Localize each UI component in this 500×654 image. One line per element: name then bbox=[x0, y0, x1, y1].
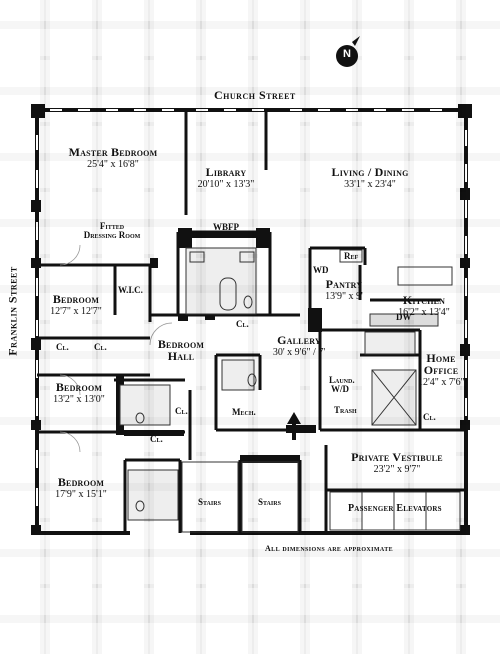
label-closet: Cl. bbox=[175, 406, 188, 416]
room-dims: 13'2" x 13'0" bbox=[53, 394, 105, 405]
room-bedroom-1: Bedroom 12'7" x 12'7" bbox=[44, 293, 108, 317]
room-library: Library 20'10" x 13'3" bbox=[186, 166, 266, 190]
room-bedroom-2: Bedroom 13'2" x 13'0" bbox=[44, 381, 114, 405]
label-dw: DW bbox=[396, 312, 412, 322]
room-dims: 12'7" x 12'7" bbox=[50, 306, 102, 317]
room-name: Master Bedroom bbox=[68, 145, 158, 159]
room-name: Bedroom bbox=[157, 337, 205, 351]
label-trash: Trash bbox=[334, 405, 357, 415]
street-label-west: Franklin Street bbox=[5, 266, 20, 356]
label-wic: W.I.C. bbox=[118, 285, 143, 295]
bath-fixtures bbox=[119, 247, 417, 521]
room-home-office: Home Office 12'4" x 7'6" bbox=[418, 351, 465, 388]
door-swings bbox=[59, 244, 173, 453]
label-closet: Cl. bbox=[150, 434, 163, 444]
room-gallery: Gallery 30' x 9'6" / 7' bbox=[264, 334, 334, 358]
label-wd: WD bbox=[313, 265, 329, 275]
label-passenger-elevators: Passenger Elevators bbox=[348, 503, 442, 514]
room-name: Library bbox=[205, 165, 247, 179]
elevators bbox=[329, 491, 461, 531]
room-dims: 20'10" x 13'3" bbox=[197, 179, 255, 190]
label-ref: Ref bbox=[344, 251, 359, 261]
room-name-2: Office bbox=[423, 363, 459, 377]
label-wbfp: WBFP bbox=[213, 222, 239, 232]
room-name: Bedroom bbox=[52, 292, 100, 306]
entry-arrow bbox=[287, 412, 301, 440]
room-master-bedroom: Master Bedroom 25'4" x 16'8" bbox=[58, 146, 168, 170]
room-dims: 12'4" x 7'6" bbox=[418, 377, 465, 388]
room-dims: 16'2" x 13'4" bbox=[398, 307, 450, 318]
room-name: Kitchen bbox=[402, 293, 446, 307]
room-dims: 23'2" x 9'7" bbox=[373, 464, 421, 475]
compass-label: N bbox=[343, 48, 351, 60]
room-dims: 13'9" x 9' bbox=[325, 291, 363, 302]
room-private-vestibule: Private Vestibule 23'2" x 9'7" bbox=[342, 451, 452, 475]
label-closet: Cl. bbox=[423, 412, 436, 422]
room-name: Private Vestibule bbox=[351, 450, 443, 464]
stairs bbox=[181, 461, 299, 533]
room-dims: 17'9" x 15'1" bbox=[55, 489, 107, 500]
room-dims: 25'4" x 16'8" bbox=[87, 159, 139, 170]
room-name: Bedroom bbox=[55, 380, 103, 394]
room-name: Living / Dining bbox=[331, 165, 409, 179]
compass-icon bbox=[336, 36, 360, 67]
room-dims: 30' x 9'6" / 7' bbox=[272, 347, 326, 358]
label-closet: Cl. bbox=[236, 319, 249, 329]
room-name-2: Dressing Room bbox=[83, 230, 141, 240]
room-fitted-dressing: Fitted Dressing Room bbox=[82, 222, 142, 240]
room-name: Home bbox=[426, 351, 456, 365]
room-name-2: Hall bbox=[167, 349, 195, 363]
kitchen-fixtures bbox=[339, 249, 453, 327]
room-name: Bedroom bbox=[57, 475, 105, 489]
label-mech: Mech. bbox=[232, 407, 256, 417]
room-pantry: Pantry 13'9" x 9' bbox=[314, 278, 374, 302]
room-name: Pantry bbox=[325, 277, 363, 291]
room-name: Fitted bbox=[99, 221, 125, 231]
windows bbox=[36, 109, 467, 506]
room-bedroom-hall: Bedroom Hall bbox=[156, 338, 206, 362]
room-kitchen: Kitchen 16'2" x 13'4" bbox=[392, 294, 456, 318]
label-wd-laundry: W/D bbox=[331, 384, 349, 394]
label-closet: Cl. bbox=[94, 342, 107, 352]
room-living-dining: Living / Dining 33'1" x 23'4" bbox=[320, 166, 420, 190]
room-dims: 33'1" x 23'4" bbox=[344, 179, 396, 190]
label-stairs: Stairs bbox=[198, 497, 221, 507]
footnote: All dimensions are approximate bbox=[265, 544, 394, 553]
label-stairs: Stairs bbox=[258, 497, 281, 507]
label-laundry: Laund. bbox=[329, 375, 355, 385]
room-bedroom-3: Bedroom 17'9" x 15'1" bbox=[46, 476, 116, 500]
room-name: Gallery bbox=[277, 333, 321, 347]
corner-columns bbox=[31, 104, 472, 535]
label-closet: Cl. bbox=[56, 342, 69, 352]
street-label-north: Church Street bbox=[214, 88, 296, 102]
